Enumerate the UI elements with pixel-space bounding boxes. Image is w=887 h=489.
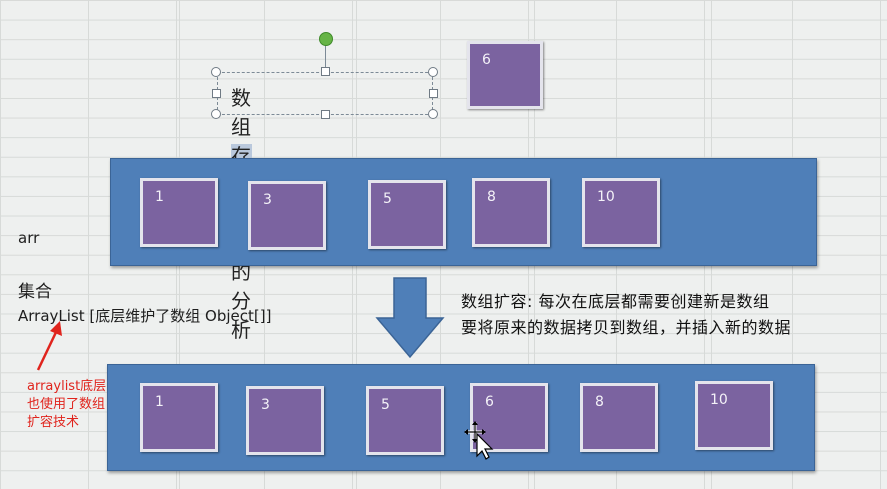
resize-handle[interactable] xyxy=(321,67,330,76)
title-part: 数组 xyxy=(231,86,252,139)
bottom-array-cell[interactable]: 5 xyxy=(366,386,444,455)
annotation-line: arraylist底层 xyxy=(27,379,107,394)
arr-label: arr xyxy=(18,229,40,247)
down-arrow-icon xyxy=(375,277,445,359)
annotation-line: 扩容技术 xyxy=(27,415,80,430)
floating-cell[interactable]: 6 xyxy=(467,41,543,109)
resize-handle[interactable] xyxy=(211,109,221,119)
expansion-description: 数组扩容: 每次在底层都需要创建新是数组 要将原来的数据拷贝到数组，并插入新的数… xyxy=(461,289,791,341)
rotate-handle[interactable] xyxy=(319,32,333,46)
description-line: 要将原来的数据拷贝到数组，并插入新的数据 xyxy=(461,318,792,337)
resize-handle[interactable] xyxy=(428,109,438,119)
arraylist-annotation: arraylist底层 也使用了数组 扩容技术 xyxy=(27,378,106,432)
resize-handle[interactable] xyxy=(211,67,221,77)
annotation-arrow-icon xyxy=(36,321,62,371)
resize-handle[interactable] xyxy=(321,110,330,119)
rotate-handle-stem xyxy=(325,44,326,71)
top-array-cell[interactable]: 8 xyxy=(472,178,550,247)
bottom-array-cell[interactable]: 8 xyxy=(580,383,658,452)
top-array-cell[interactable]: 3 xyxy=(248,181,326,250)
annotation-line: 也使用了数组 xyxy=(27,397,106,412)
top-array-cell[interactable]: 1 xyxy=(140,178,218,247)
resize-handle[interactable] xyxy=(428,67,438,77)
top-array-cell[interactable]: 5 xyxy=(368,180,446,249)
resize-handle[interactable] xyxy=(212,89,221,98)
bottom-array-cell[interactable]: 10 xyxy=(695,381,773,450)
move-cursor-icon xyxy=(464,421,494,460)
resize-handle[interactable] xyxy=(429,89,438,98)
top-array-cell[interactable]: 10 xyxy=(582,178,660,247)
original-array-banner xyxy=(110,158,817,266)
bottom-array-cell[interactable]: 3 xyxy=(246,386,324,455)
bottom-array-cell[interactable]: 1 xyxy=(140,383,218,452)
collection-label: 集合 xyxy=(18,282,52,302)
title-part: 的分析 xyxy=(231,260,252,342)
description-line: 数组扩容: 每次在底层都需要创建新是数组 xyxy=(461,292,770,311)
arraylist-label: ArrayList [底层维护了数组 Object[]] xyxy=(18,307,272,325)
